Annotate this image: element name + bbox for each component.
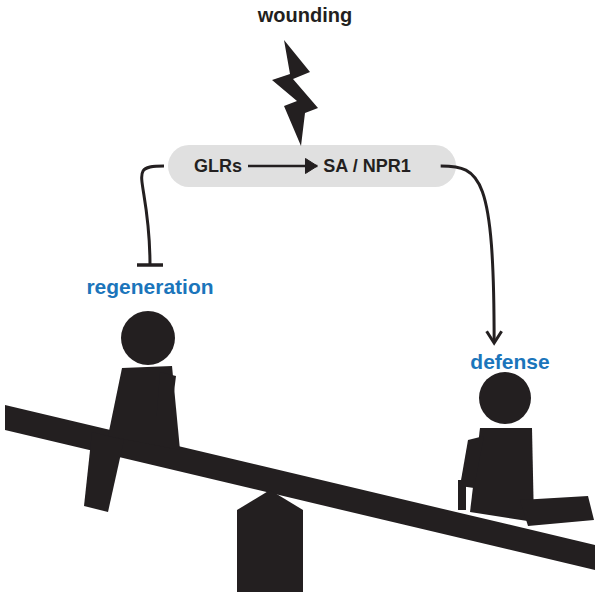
right-child xyxy=(458,372,594,526)
lightning-bolt xyxy=(272,40,318,146)
pathway-band xyxy=(168,145,456,187)
connector xyxy=(248,158,317,173)
hormone-node: SA / NPR1 xyxy=(323,156,410,177)
seesaw-fulcrum xyxy=(237,490,303,592)
stimulus-label: wounding xyxy=(258,4,352,27)
node-text: regeneration xyxy=(86,275,213,299)
node-text: SA / NPR1 xyxy=(323,156,410,177)
node-text: defense xyxy=(470,350,549,374)
outcome-label: defense xyxy=(470,350,549,374)
gene-node: GLRs xyxy=(194,156,242,177)
node-text: GLRs xyxy=(194,156,242,177)
outcome-label: regeneration xyxy=(86,275,213,299)
connector xyxy=(137,166,164,265)
connector xyxy=(441,166,502,343)
left-child xyxy=(84,311,180,512)
